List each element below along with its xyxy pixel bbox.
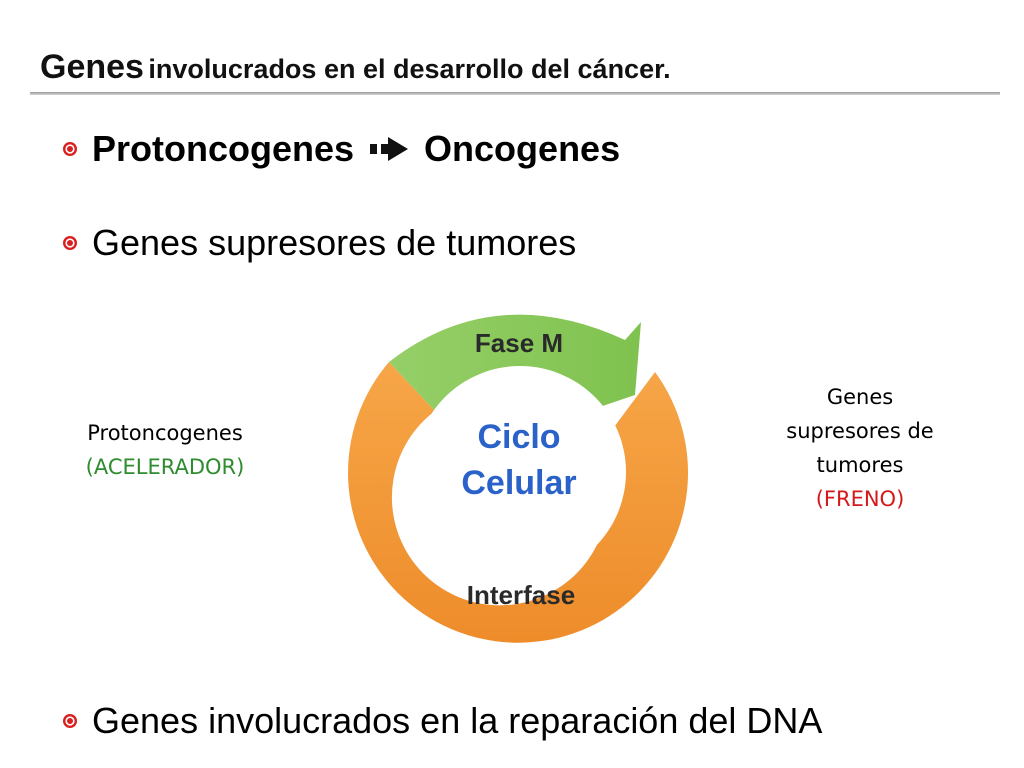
phase-m-label: Fase M	[475, 328, 563, 358]
center-line-1: Ciclo	[477, 418, 560, 456]
right-label-brake: (FRENO)	[815, 487, 905, 511]
slide-title-main-word: Genes	[40, 48, 144, 86]
center-line-2: Celular	[461, 464, 576, 502]
right-label-line2: supresores de	[786, 419, 934, 443]
slide-title: Genes involucrados en el desarrollo del …	[40, 48, 671, 87]
bullet-supresores-text: Genes supresores de tumores	[92, 222, 577, 263]
right-label-line3: tumores	[816, 453, 904, 477]
right-label-line1: Genes	[826, 385, 894, 409]
concentric-circle-bullet-icon	[63, 714, 77, 728]
bullet-protoncogenes-oncogenes: Protoncogenes Oncogenes	[62, 128, 620, 170]
concentric-circle-bullet-icon	[63, 236, 77, 250]
bullet-reparacion-text: Genes involucrados en la reparación del …	[92, 700, 823, 741]
bullet-reparacion: Genes involucrados en la reparación del …	[62, 700, 822, 742]
interphase-label: Interfase	[467, 580, 575, 610]
bullet-protoncogenes-text: Protoncogenes	[92, 128, 355, 169]
title-divider	[30, 92, 1000, 95]
left-label-accelerator: (ACELERADOR)	[85, 455, 245, 479]
interphase-ring	[348, 362, 689, 643]
left-label-protoncogenes: Protoncogenes (ACELERADOR)	[60, 416, 270, 484]
right-label-supresores: Genes supresores de tumores (FRENO)	[760, 380, 960, 516]
bullet-supresores: Genes supresores de tumores	[62, 222, 576, 264]
cell-cycle-diagram: Fase M Ciclo Celular Interfase	[348, 314, 689, 643]
slide-title-rest: involucrados en el desarrollo del cáncer…	[148, 54, 671, 84]
left-label-title: Protoncogenes	[87, 421, 243, 445]
right-arrow-icon	[370, 137, 409, 161]
bullet-oncogenes-text: Oncogenes	[424, 128, 621, 169]
left-label-subtitle: (ACELERADOR)	[60, 450, 270, 484]
concentric-circle-bullet-icon	[63, 142, 77, 156]
